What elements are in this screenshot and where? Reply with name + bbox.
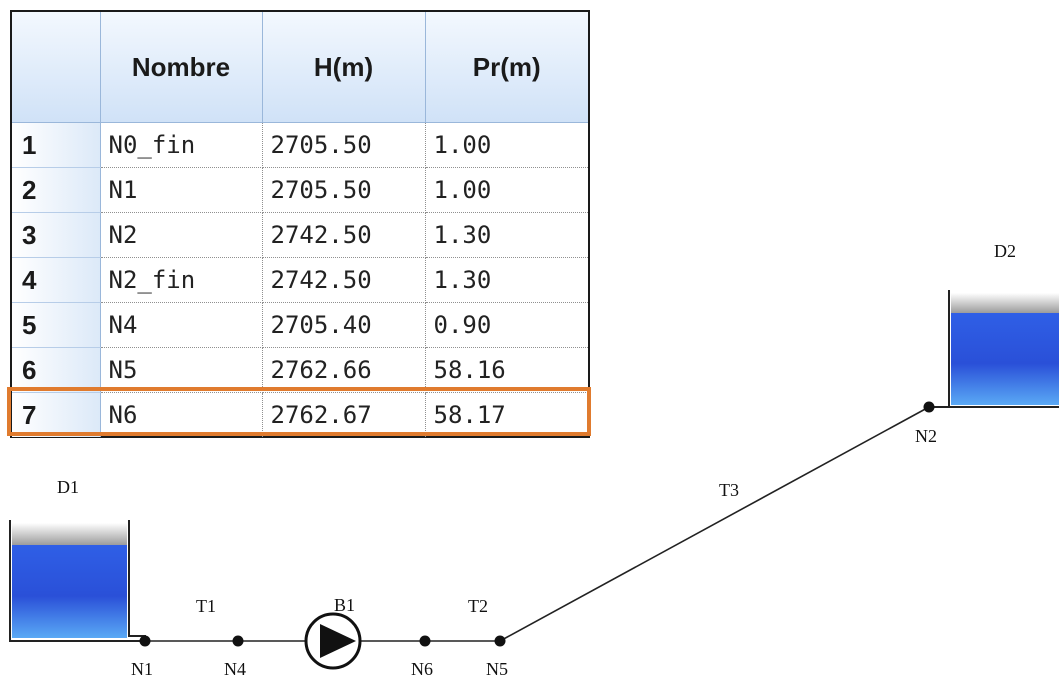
results-table: Nombre H(m) Pr(m) 1 N0_fin 2705.50 1.00 … (10, 10, 590, 438)
reservoir-d1[interactable] (9, 520, 146, 642)
table-row[interactable]: 2 N1 2705.50 1.00 (12, 167, 588, 213)
table-row[interactable]: 3 N2 2742.50 1.30 (12, 212, 588, 258)
reservoir-d2[interactable] (929, 290, 1059, 408)
cell-pr[interactable]: 1.30 (425, 257, 588, 303)
cell-pr[interactable]: 1.00 (425, 122, 588, 168)
table-row-selected[interactable]: 7 N6 2762.67 58.17 (12, 392, 588, 437)
table-row[interactable]: 1 N0_fin 2705.50 1.00 (12, 122, 588, 168)
node-results-grid: Nombre H(m) Pr(m) 1 N0_fin 2705.50 1.00 … (12, 12, 588, 437)
label-b1: B1 (334, 595, 356, 615)
cell-h[interactable]: 2762.67 (262, 392, 426, 437)
label-n5: N5 (486, 659, 508, 679)
header-row: Nombre H(m) Pr(m) (12, 12, 588, 123)
label-n6: N6 (411, 659, 433, 679)
node-n2[interactable] (923, 401, 935, 413)
cell-h[interactable]: 2742.50 (262, 212, 426, 258)
cell-nombre[interactable]: N1 (100, 167, 263, 213)
cell-nombre[interactable]: N6 (100, 392, 263, 437)
header-pr[interactable]: Pr(m) (425, 12, 588, 123)
row-number[interactable]: 5 (12, 302, 101, 348)
node-n4[interactable] (232, 635, 244, 647)
header-h[interactable]: H(m) (262, 12, 426, 123)
cell-nombre[interactable]: N2_fin (100, 257, 263, 303)
label-n1: N1 (131, 659, 153, 679)
corner-header[interactable] (12, 12, 101, 123)
cell-h[interactable]: 2705.50 (262, 122, 426, 168)
node-n1[interactable] (139, 635, 151, 647)
label-d1: D1 (57, 477, 79, 497)
table-row[interactable]: 5 N4 2705.40 0.90 (12, 302, 588, 348)
node-n6[interactable] (419, 635, 431, 647)
label-n2: N2 (915, 426, 937, 446)
node-n5[interactable] (494, 635, 506, 647)
label-n4: N4 (224, 659, 246, 679)
row-number[interactable]: 4 (12, 257, 101, 303)
pipe-t3[interactable] (499, 406, 930, 642)
label-t2: T2 (468, 596, 488, 616)
cell-pr[interactable]: 1.30 (425, 212, 588, 258)
cell-nombre[interactable]: N5 (100, 347, 263, 393)
cell-h[interactable]: 2705.50 (262, 167, 426, 213)
cell-nombre[interactable]: N0_fin (100, 122, 263, 168)
row-number[interactable]: 6 (12, 347, 101, 393)
row-number[interactable]: 1 (12, 122, 101, 168)
cell-h[interactable]: 2762.66 (262, 347, 426, 393)
table-row[interactable]: 4 N2_fin 2742.50 1.30 (12, 257, 588, 303)
label-t1: T1 (196, 596, 216, 616)
cell-pr[interactable]: 0.90 (425, 302, 588, 348)
cell-pr[interactable]: 58.16 (425, 347, 588, 393)
cell-h[interactable]: 2705.40 (262, 302, 426, 348)
row-number[interactable]: 7 (12, 392, 101, 437)
table-row[interactable]: 6 N5 2762.66 58.16 (12, 347, 588, 393)
pump-b1[interactable] (304, 612, 362, 670)
row-number[interactable]: 3 (12, 212, 101, 258)
header-nombre[interactable]: Nombre (100, 12, 263, 123)
row-number[interactable]: 2 (12, 167, 101, 213)
cell-nombre[interactable]: N2 (100, 212, 263, 258)
label-d2: D2 (994, 241, 1016, 261)
cell-nombre[interactable]: N4 (100, 302, 263, 348)
cell-pr[interactable]: 1.00 (425, 167, 588, 213)
cell-h[interactable]: 2742.50 (262, 257, 426, 303)
label-t3: T3 (719, 480, 739, 500)
cell-pr[interactable]: 58.17 (433, 401, 506, 429)
